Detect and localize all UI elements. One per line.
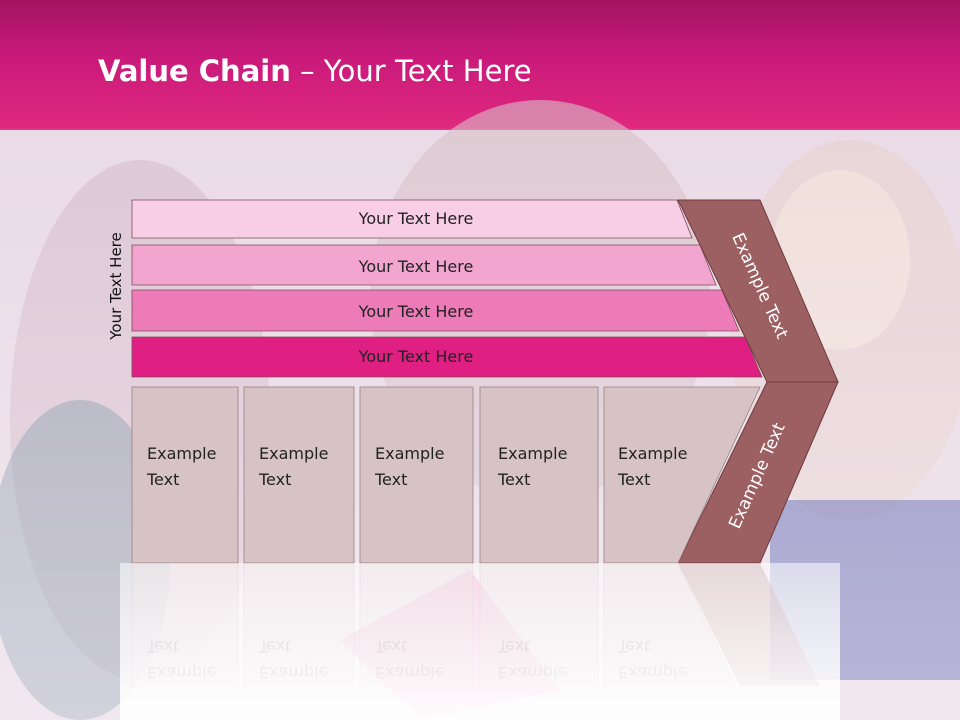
column-2-line2: Text (258, 470, 291, 489)
bar-4 (131, 336, 763, 378)
column-4-line2: Text (497, 470, 530, 489)
title-bold: Value Chain (98, 54, 291, 88)
bar-1 (131, 199, 693, 239)
column-3 (359, 386, 474, 564)
column-5-line1: Example (618, 444, 687, 463)
vertical-label: Your Text Here (107, 232, 125, 340)
bar-stack: Your Text Here Your Text Here Your Text … (131, 199, 763, 378)
chevron-arrow: Example Text Example Text (677, 199, 839, 564)
column-3-line2: Text (374, 470, 407, 489)
reflection-fade (120, 563, 840, 720)
bar-4-label: Your Text Here (358, 347, 474, 366)
slide-title: Value Chain – Your Text Here (98, 54, 532, 88)
column-2 (243, 386, 355, 564)
bar-2 (131, 244, 717, 286)
column-1 (131, 386, 239, 564)
column-4 (479, 386, 599, 564)
column-5-line2: Text (617, 470, 650, 489)
column-4-line1: Example (498, 444, 567, 463)
column-1-line1: Example (147, 444, 216, 463)
column-3-line1: Example (375, 444, 444, 463)
title-rest: – Your Text Here (290, 54, 532, 88)
bar-2-label: Your Text Here (358, 257, 474, 276)
bar-1-label: Your Text Here (358, 209, 474, 228)
bar-3 (131, 289, 740, 332)
column-1-line2: Text (146, 470, 179, 489)
column-boxes: Example Text Example Text Example Text E… (131, 386, 761, 564)
bar-3-label: Your Text Here (358, 302, 474, 321)
column-2-line1: Example (259, 444, 328, 463)
